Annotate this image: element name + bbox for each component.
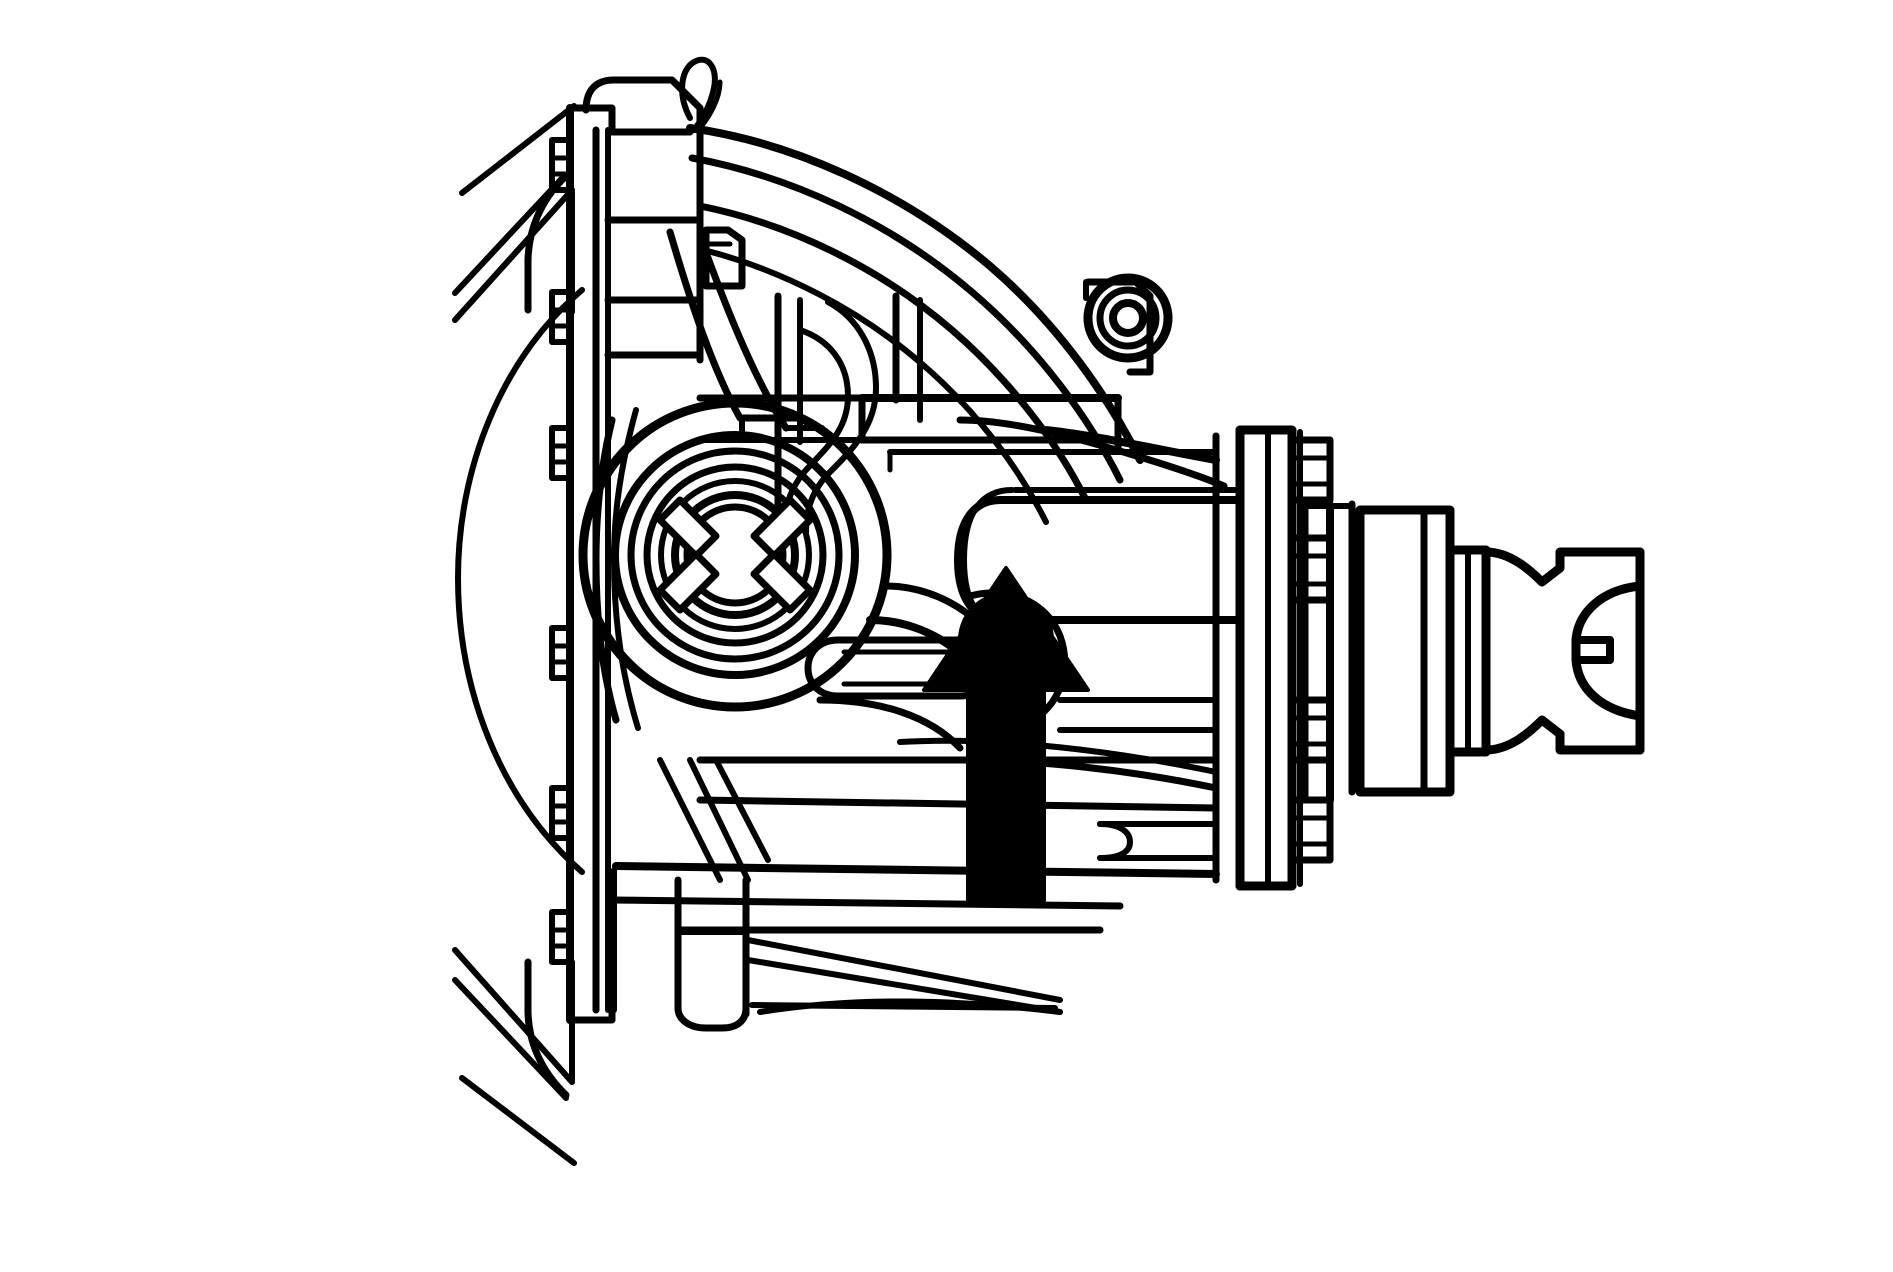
- hub-shoulder: [592, 407, 641, 731]
- flange-bolt-tab: [549, 289, 573, 345]
- breather-vent-loop: [679, 56, 723, 133]
- breather-vent: [1083, 273, 1173, 376]
- flange-bolt-tab: [549, 909, 573, 965]
- upper-left-gussets: [657, 757, 771, 883]
- axle-tube-left: [452, 103, 577, 323]
- housing-detail-lines: [887, 449, 1219, 861]
- lower-gussets: [745, 937, 1063, 1015]
- hub-spline-key: [750, 550, 814, 614]
- carrier-bell-outline: [455, 287, 585, 875]
- flange-bolt-tab: [549, 137, 573, 193]
- callout-arrow: [922, 566, 1090, 902]
- flange-bolt-tab: [549, 785, 573, 841]
- lower-housing: [608, 756, 1220, 1032]
- hub-spline-key: [656, 550, 720, 614]
- mounting-lug: [702, 226, 746, 290]
- flange-bolt-tab: [549, 625, 573, 681]
- pinion-yoke: [1297, 429, 1645, 887]
- carrier-right-body: [897, 416, 1245, 891]
- internal-duct: [781, 299, 879, 535]
- flange-bolt-tab: [549, 425, 573, 481]
